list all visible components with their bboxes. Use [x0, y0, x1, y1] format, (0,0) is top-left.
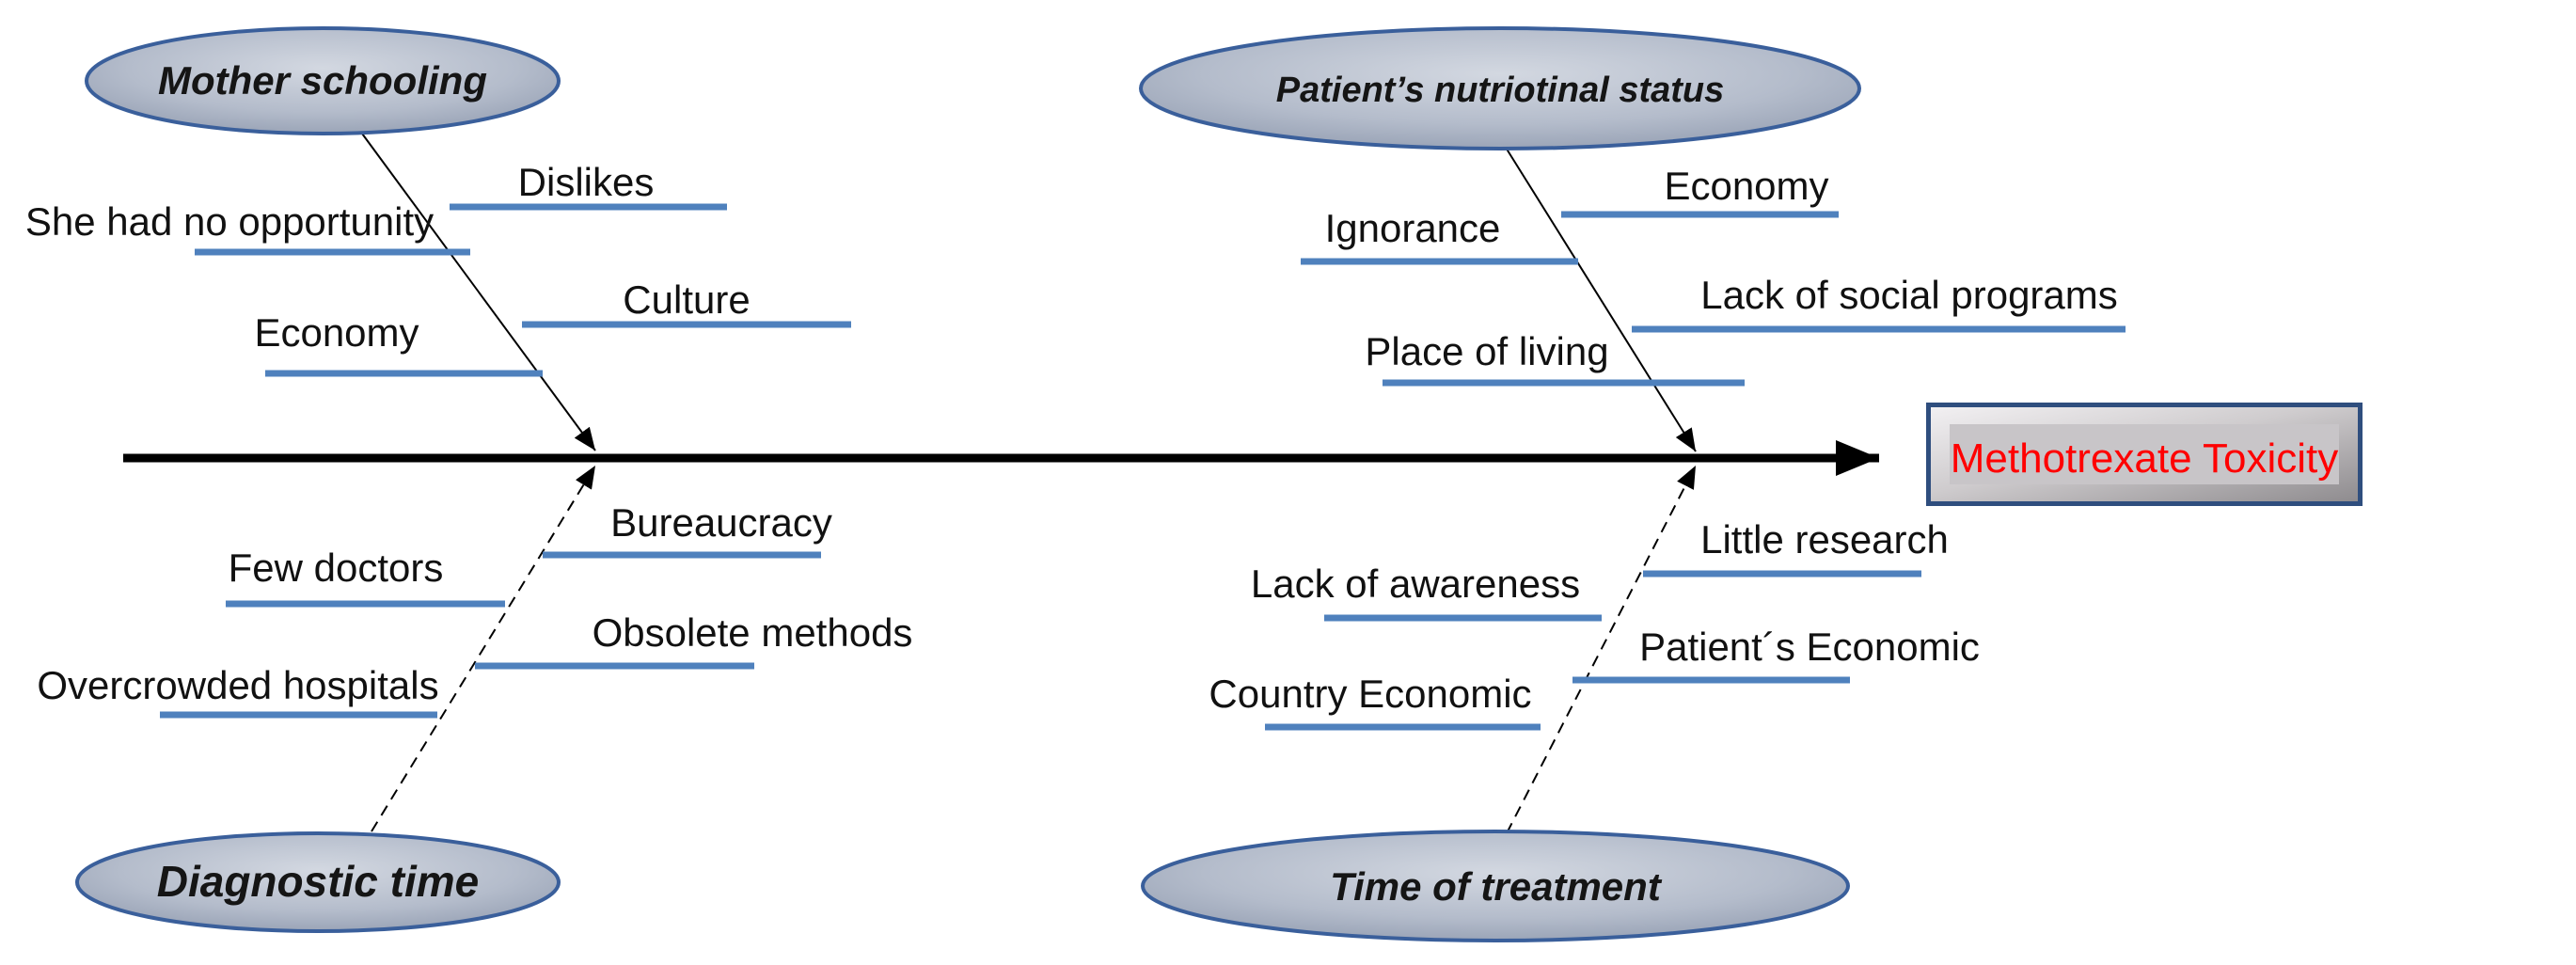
- cause-label: Dislikes: [518, 160, 655, 204]
- cause-label: Patient´s Economic: [1639, 625, 1980, 669]
- category-label-patients-nutriotinal-status: Patient’s nutriotinal status: [1276, 71, 1724, 110]
- category-label-time-of-treatment: Time of treatment: [1330, 864, 1663, 909]
- cause-label: Economy: [1664, 164, 1828, 208]
- cause-obsolete-methods: Obsolete methods: [475, 610, 913, 670]
- category-label-mother-schooling: Mother schooling: [158, 58, 487, 103]
- cause-economy-schooling: Economy: [254, 310, 543, 377]
- cause-dislikes: Dislikes: [450, 160, 727, 211]
- cause-lack-of-awareness: Lack of awareness: [1251, 562, 1602, 622]
- category-ellipse-patients-nutriotinal-status: [1139, 26, 1861, 150]
- cause-bureaucracy: Bureaucracy: [543, 500, 832, 559]
- effect-label: Methotrexate Toxicity: [1951, 435, 2338, 482]
- cause-label: Culture: [623, 277, 750, 322]
- cause-label: Bureaucracy: [610, 500, 832, 545]
- cause-label: Economy: [254, 310, 419, 355]
- branch-line-mother-schooling: [361, 133, 596, 451]
- category-ellipse-mother-schooling: [85, 26, 561, 135]
- cause-label: Little research: [1700, 517, 1949, 562]
- cause-label: Few doctors: [229, 546, 444, 590]
- branch-diagnostic-time: Diagnostic time Bureaucracy Few doctors …: [37, 465, 913, 933]
- cause-label: Lack of awareness: [1251, 562, 1580, 606]
- cause-label: Country Economic: [1209, 672, 1531, 716]
- branch-patients-nutriotinal-status: Patient’s nutriotinal status Economy Ign…: [1139, 26, 2126, 452]
- effect-box-face: [1950, 424, 2339, 484]
- cause-few-doctors: Few doctors: [226, 546, 505, 608]
- cause-she-had-no-opportunity: She had no opportunity: [25, 199, 470, 256]
- cause-label: Ignorance: [1325, 206, 1501, 250]
- cause-lack-of-social-programs: Lack of social programs: [1632, 273, 2126, 333]
- cause-culture: Culture: [522, 277, 851, 328]
- cause-label: She had no opportunity: [25, 199, 434, 244]
- cause-patients-economic: Patient´s Economic: [1572, 625, 1980, 684]
- cause-country-economic: Country Economic: [1209, 672, 1541, 731]
- branch-line-diagnostic-time: [371, 465, 596, 832]
- branch-line-patients-nutriotinal-status: [1502, 142, 1697, 452]
- category-label-diagnostic-time: Diagnostic time: [157, 857, 480, 906]
- cause-label: Lack of social programs: [1700, 273, 2118, 317]
- branch-time-of-treatment: Time of treatment Little research Lack o…: [1141, 465, 1980, 942]
- effect-box: Methotrexate Toxicity: [1926, 403, 2363, 506]
- cause-overcrowded-hospitals: Overcrowded hospitals: [37, 663, 439, 719]
- category-ellipse-time-of-treatment: [1141, 830, 1850, 942]
- cause-place-of-living: Place of living: [1365, 329, 1745, 387]
- branch-mother-schooling: Mother schooling Dislikes She had no opp…: [25, 26, 851, 451]
- category-ellipse-diagnostic-time: [75, 831, 561, 933]
- cause-label: Overcrowded hospitals: [37, 663, 438, 707]
- cause-ignorance: Ignorance: [1301, 206, 1578, 265]
- cause-economy-nutrition: Economy: [1561, 164, 1839, 218]
- cause-little-research: Little research: [1643, 517, 1949, 577]
- branch-line-time-of-treatment: [1506, 465, 1697, 834]
- cause-label: Obsolete methods: [593, 610, 913, 655]
- cause-label: Place of living: [1365, 329, 1608, 373]
